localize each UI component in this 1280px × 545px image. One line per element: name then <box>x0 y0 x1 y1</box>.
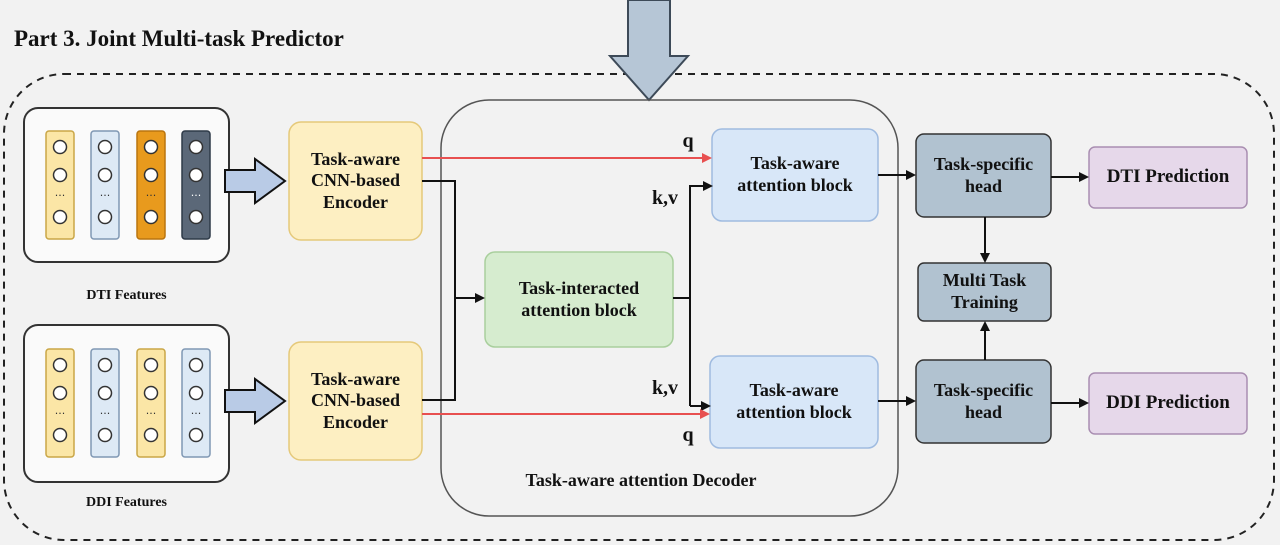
ddi-block-arrow <box>224 377 287 425</box>
feature-node <box>52 209 68 225</box>
feature-node <box>52 357 68 373</box>
multitask-label: Multi Task Training <box>942 270 1027 312</box>
ddi-prediction-box <box>1088 372 1248 435</box>
feature-vector <box>90 130 120 240</box>
dti-kv-label: k,v <box>651 187 679 209</box>
dti-encoder-label: Task-aware CNN-based Encoder <box>310 148 400 212</box>
feature-vector <box>45 348 75 458</box>
feature-node <box>188 427 204 443</box>
ellipsis-marker: ··· <box>191 407 202 420</box>
feature-node <box>143 167 159 183</box>
ellipsis-marker: ··· <box>146 407 157 420</box>
dti-head-label: Task-specific head <box>933 153 1034 196</box>
dti-attention-label: Task-aware attention block <box>737 153 853 195</box>
decoder-container <box>440 99 899 517</box>
ddi-head-label: Task-specific head <box>933 379 1034 422</box>
dti-q-label: q <box>682 130 694 152</box>
dti-head-box <box>915 133 1052 218</box>
interacted-attention-box <box>484 251 674 348</box>
feature-node <box>97 167 113 183</box>
feature-vector <box>136 348 166 458</box>
feature-vector <box>136 130 166 240</box>
decoder-label: Task-aware attention Decoder <box>525 470 757 491</box>
ddi-head-box <box>915 359 1052 444</box>
ddi-attention-label: Task-aware attention block <box>736 380 852 422</box>
interacted-attention-label: Task-interacted attention block <box>518 277 640 320</box>
ddi-features-label: DDI Features <box>85 494 167 510</box>
input-down-arrow <box>607 0 691 102</box>
feature-node <box>97 139 113 155</box>
dti-encoder-connector <box>422 180 456 298</box>
feature-node <box>188 209 204 225</box>
feature-node <box>52 427 68 443</box>
feature-node <box>97 427 113 443</box>
feature-vector <box>181 348 211 458</box>
feature-vector <box>45 130 75 240</box>
ddi-encoder-label: Task-aware CNN-based Encoder <box>310 368 400 432</box>
dti-prediction-label: DTI Prediction <box>1106 166 1230 188</box>
dti-feature-columns: ··· ··· ··· ··· <box>45 130 211 240</box>
feature-node <box>188 385 204 401</box>
feature-node <box>97 385 113 401</box>
feature-node <box>188 139 204 155</box>
ddi-feature-columns: ··· ··· ··· ··· <box>45 348 211 458</box>
feature-node <box>143 385 159 401</box>
feature-node <box>143 209 159 225</box>
ellipsis-marker: ··· <box>146 189 157 202</box>
ellipsis-marker: ··· <box>100 407 111 420</box>
feature-node <box>143 139 159 155</box>
feature-node <box>143 357 159 373</box>
feature-node <box>52 139 68 155</box>
kv-split-line <box>673 185 710 406</box>
feature-vector <box>181 130 211 240</box>
feature-node <box>188 357 204 373</box>
dti-prediction-box <box>1088 146 1248 209</box>
ddi-q-label: q <box>682 424 694 446</box>
feature-node <box>188 167 204 183</box>
ellipsis-marker: ··· <box>100 189 111 202</box>
feature-node <box>97 209 113 225</box>
feature-vector <box>90 348 120 458</box>
ellipsis-marker: ··· <box>55 189 66 202</box>
feature-node <box>52 385 68 401</box>
ddi-encoder-connector <box>422 298 456 401</box>
ellipsis-marker: ··· <box>55 407 66 420</box>
dti-features-label: DTI Features <box>86 287 167 303</box>
ddi-prediction-label: DDI Prediction <box>1106 392 1230 414</box>
feature-node <box>97 357 113 373</box>
dti-block-arrow <box>224 157 287 205</box>
feature-node <box>143 427 159 443</box>
ddi-kv-label: k,v <box>651 377 679 399</box>
ellipsis-marker: ··· <box>191 189 202 202</box>
section-title: Part 3. Joint Multi-task Predictor <box>14 26 344 51</box>
feature-node <box>52 167 68 183</box>
